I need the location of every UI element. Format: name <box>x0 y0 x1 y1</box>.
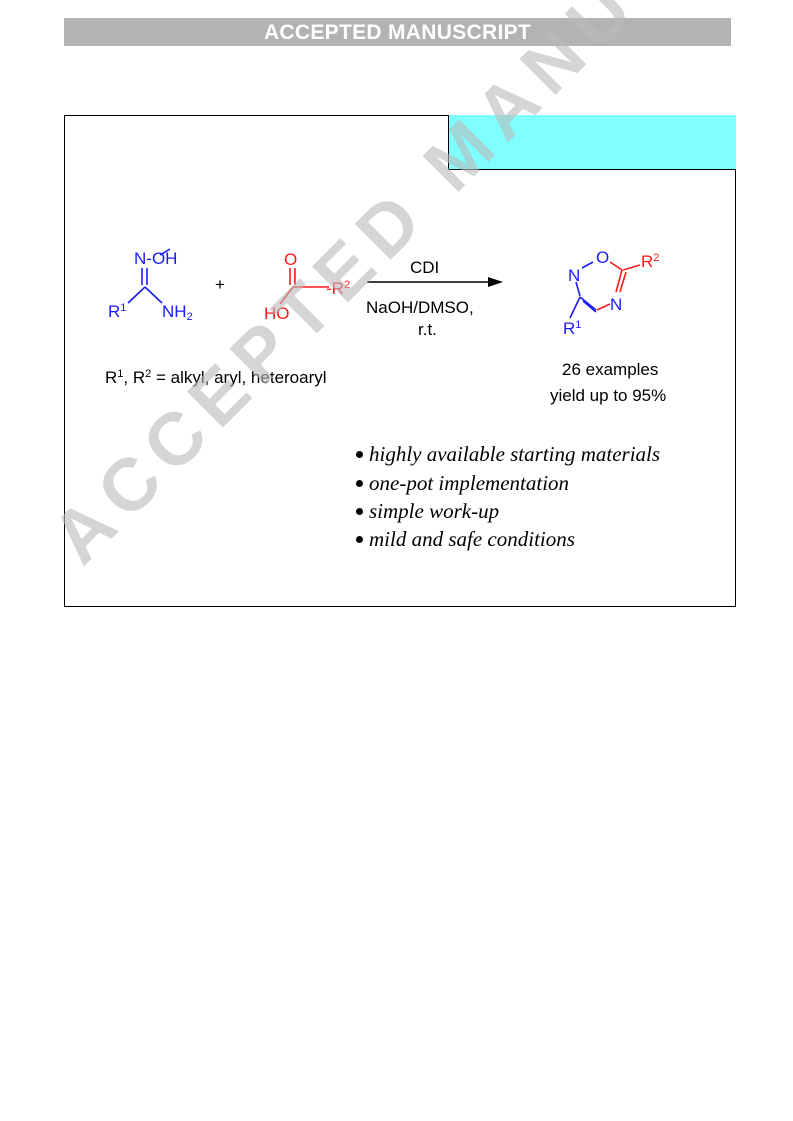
plus-sign: + <box>215 275 225 294</box>
bullet-dot-icon <box>356 536 363 543</box>
hydroxyl-label: HO <box>264 304 290 323</box>
acid-bonds <box>279 268 329 305</box>
bullet-text: highly available starting materials <box>369 442 661 466</box>
product-r2: R2 <box>641 252 660 271</box>
def-r1: R <box>105 368 118 387</box>
r2-acid-letter: -R <box>326 279 344 298</box>
carbonyl-oxygen: O <box>284 250 298 269</box>
product-r1: R1 <box>563 319 582 338</box>
def-r2-sup: 2 <box>145 368 152 380</box>
bullet-dot-icon <box>356 508 363 515</box>
bullet-text: mild and safe conditions <box>369 527 575 551</box>
substituent-definition: R1, R2 = alkyl, aryl, heteroaryl <box>105 368 327 388</box>
reaction-arrow <box>367 277 503 287</box>
def-text: = alkyl, aryl, heteroaryl <box>151 368 327 387</box>
accepted-manuscript-banner: ACCEPTED MANUSCRIPT <box>64 18 731 46</box>
oxime-label: N-OH <box>134 249 178 268</box>
oxadiazole-bonds <box>569 261 641 319</box>
ring-n2: N <box>610 295 623 314</box>
ring-oxygen: O <box>596 248 610 267</box>
bullet-item: highly available starting materials <box>356 442 660 467</box>
def-sep: , R <box>123 368 146 387</box>
ring-n1: N <box>568 266 581 285</box>
highlight-box <box>448 115 736 170</box>
def-r1-sup: 1 <box>117 368 124 380</box>
product-r1-superscript: 1 <box>575 319 582 331</box>
reagent-temperature: r.t. <box>418 320 437 339</box>
r1-superscript: 1 <box>120 302 127 314</box>
r1-label: R1 <box>108 302 127 321</box>
product-r1-letter: R <box>563 319 576 338</box>
amine-letters: NH <box>162 302 187 321</box>
reagent-base-solvent: NaOH/DMSO, <box>366 298 474 317</box>
bullet-text: one-pot implementation <box>369 471 570 495</box>
bullet-text: simple work-up <box>369 499 500 523</box>
graphical-abstract-frame <box>64 115 736 607</box>
amine-label: NH2 <box>162 302 193 323</box>
bullet-item: simple work-up <box>356 499 499 524</box>
yield-text: yield up to 95% <box>550 386 667 405</box>
product-r2-superscript: 2 <box>653 252 660 264</box>
r1-letter: R <box>108 302 121 321</box>
r2-acid-label: -R2 <box>326 279 351 298</box>
product-r2-letter: R <box>641 252 654 271</box>
bullet-item: mild and safe conditions <box>356 527 575 552</box>
bullet-dot-icon <box>356 480 363 487</box>
bullet-dot-icon <box>356 451 363 458</box>
bullet-item: one-pot implementation <box>356 471 569 496</box>
amidoxime-bonds <box>127 248 171 304</box>
r2-acid-superscript: 2 <box>343 279 351 291</box>
amine-subscript: 2 <box>186 311 193 323</box>
reagent-cdi: CDI <box>410 258 440 277</box>
examples-count: 26 examples <box>562 360 659 379</box>
